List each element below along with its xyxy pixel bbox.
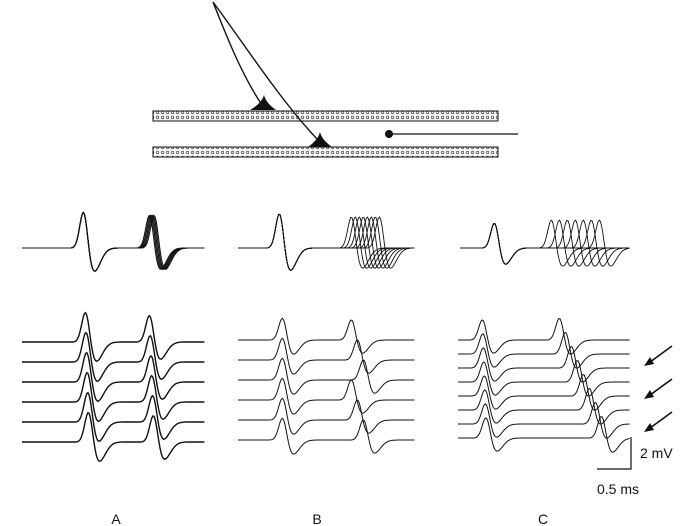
arrow-1 <box>644 345 673 366</box>
panel-a-stacked-trace <box>22 331 205 382</box>
panel-a-stacked-trace <box>22 371 205 422</box>
panel-a-stacked-trace <box>22 391 205 442</box>
panel-c-stacked-trace <box>458 346 630 383</box>
arrow-2 <box>644 378 673 399</box>
panel-c-stacked-trace <box>458 318 630 355</box>
panel-b-superimposed-trace <box>238 213 415 271</box>
panel-label-a: A <box>111 511 121 526</box>
panel-a-superimposed-trace <box>22 211 205 272</box>
panel-b-stacked-trace <box>238 417 415 455</box>
panel-b-stacked-trace <box>238 397 415 435</box>
panel-label-c: C <box>538 511 548 526</box>
recorded-traces <box>22 211 630 462</box>
panel-a-superimposed-trace <box>22 211 205 272</box>
panel-b-stacked-trace <box>238 357 415 395</box>
lower-electrode-tip <box>308 132 332 147</box>
panel-a-stacked-trace <box>22 351 205 402</box>
panel-b-stacked-trace <box>238 377 415 415</box>
arrow-3 <box>644 411 673 432</box>
panel-a-superimposed-trace <box>22 211 205 272</box>
panel-c-superimposed-trace <box>460 219 630 267</box>
panel-b-stacked-trace <box>238 337 415 375</box>
panel-b-stacked-trace <box>238 317 415 355</box>
panel-c-stacked-trace <box>458 402 630 439</box>
panel-b-superimposed-trace <box>238 213 415 271</box>
electrode-right-wire <box>212 1 319 141</box>
lower-axon-sheath <box>152 146 499 158</box>
panel-label-b: B <box>312 511 321 526</box>
scale-bar-voltage-label: 2 mV <box>640 445 673 461</box>
electrode-left-wire <box>212 1 263 106</box>
panel-c-stacked-trace <box>458 332 630 369</box>
panel-a-stacked-trace <box>22 311 205 362</box>
upper-axon-sheath <box>152 110 499 122</box>
panel-c-stacked-trace <box>458 374 630 411</box>
panel-a-superimposed-trace <box>22 211 205 272</box>
panel-a-stacked-trace <box>22 411 205 462</box>
axon-schematic <box>152 1 518 158</box>
upper-electrode-tip <box>250 95 276 110</box>
panel-a-superimposed-trace <box>22 211 205 272</box>
scale-bar-time-label: 0.5 ms <box>597 481 639 497</box>
scale-bar: 2 mV 0.5 ms <box>597 437 673 497</box>
panel-c-stacked-trace <box>458 416 630 453</box>
panel-c-stacked-trace <box>458 360 630 397</box>
scale-bar-lines <box>597 437 632 470</box>
arrows <box>644 345 673 432</box>
